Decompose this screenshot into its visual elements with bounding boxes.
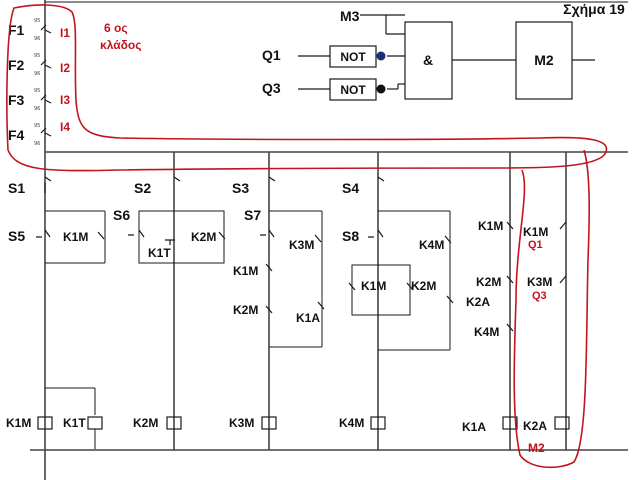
input-i1-label: I1 [60, 26, 70, 40]
inverter-bubble-q3 [376, 84, 386, 94]
and-gate-label: & [423, 52, 433, 68]
input-i3-label: I3 [60, 93, 70, 107]
inverter-bubble-q1 [376, 51, 386, 61]
coil-k1t [87, 416, 103, 430]
fuse-ladder: F1 95 96 I1 F2 95 96 I2 F3 95 96 I3 F4 95 96… [8, 0, 628, 480]
coil-k2a [554, 416, 570, 430]
fuse-f3-label: F3 [8, 92, 25, 108]
annotation-outlines [6, 4, 608, 469]
fuse-f3: F3 95 96 I3 [8, 88, 70, 112]
contact-k1t-b2: K1T [148, 246, 171, 260]
red-mark-m2: M2 [528, 441, 545, 455]
contact-k1m-b6: K1M [523, 225, 548, 239]
not-gate-q1 [329, 45, 377, 68]
output-m2-label: M2 [534, 52, 554, 68]
switch-s2-label: S2 [134, 180, 151, 196]
contact-k3m-b6: K3M [527, 275, 552, 289]
contact-k3m-b3: K3M [289, 238, 314, 252]
branch-note-line2: κλάδος [100, 38, 141, 52]
annotation-outline-m2 [513, 149, 590, 469]
contact-k2m-b4: K2M [411, 279, 436, 293]
logic-q1-label: Q1 [262, 47, 281, 63]
fuse-f4-label: F4 [8, 127, 25, 143]
branch-5: K1M K2M K4M K1A [462, 152, 518, 450]
input-i4-label: I4 [60, 120, 70, 134]
coil-k4m [370, 416, 386, 430]
coil-k1m [37, 416, 53, 430]
switch-s6-label: S6 [113, 207, 130, 223]
coil-k2a-label: K2A [523, 419, 547, 433]
switch-s1-label: S1 [8, 180, 25, 196]
switch-s7-label: S7 [244, 207, 261, 223]
contact-k1m-b1: K1M [63, 230, 88, 244]
switch-s5-label: S5 [8, 228, 25, 244]
contact-k2m-b2: K2M [191, 230, 216, 244]
coil-k2m-label: K2M [133, 416, 158, 430]
input-i2-label: I2 [60, 61, 70, 75]
not-gate-q1-label: NOT [340, 50, 366, 64]
fuse-f2-label: F2 [8, 57, 25, 73]
switch-s8-label: S8 [342, 228, 359, 244]
coil-k3m-label: K3M [229, 416, 254, 430]
branch-2: S2 S6 K1T K2M K2M [113, 152, 226, 450]
contact-k2m-b5: K2M [476, 275, 501, 289]
fuse-f1: F1 95 96 I1 [8, 18, 70, 42]
svg-text:96: 96 [34, 71, 40, 77]
coil-k1a [502, 416, 518, 430]
coil-k1t-label: K1T [63, 416, 86, 430]
contact-k2a-b4: K2A [466, 295, 490, 309]
coil-k1a-label: K1A [462, 420, 486, 434]
not-gate-q3 [329, 78, 377, 101]
branch-3: S3 S7 K3M K1M K2M K1A K3M [229, 152, 325, 450]
coil-k2m [166, 416, 182, 430]
branch-note-line1: 6 ος [104, 21, 128, 35]
logic-block: M3 Σχήμα 19 Q1 Q3 NOT NOT & M2 [262, 1, 625, 101]
coil-k1m-label: K1M [6, 416, 31, 430]
svg-text:95: 95 [34, 123, 40, 129]
svg-text:95: 95 [34, 18, 40, 24]
contact-k1m-b4: K1M [361, 279, 386, 293]
contact-k1m-b3: K1M [233, 264, 258, 278]
red-mark-q3: Q3 [532, 290, 547, 302]
contact-k1m-b5: K1M [478, 219, 503, 233]
coil-k4m-label: K4M [339, 416, 364, 430]
not-gate-q3-label: NOT [340, 83, 366, 97]
coil-k3m [261, 416, 277, 430]
branch-4-box [351, 264, 411, 316]
switch-s4-label: S4 [342, 180, 359, 196]
fuse-f1-label: F1 [8, 22, 25, 38]
svg-text:96: 96 [34, 106, 40, 112]
figure-label: Σχήμα 19 [563, 1, 625, 17]
contact-k2m-b3: K2M [233, 303, 258, 317]
svg-text:96: 96 [34, 141, 40, 147]
annotation-outline-fuses [6, 4, 608, 172]
red-mark-q1: Q1 [528, 239, 543, 251]
contact-k4m-b4: K4M [419, 238, 444, 252]
fuse-f2: F2 95 96 I2 [8, 53, 70, 77]
switch-s3-label: S3 [232, 180, 249, 196]
svg-text:95: 95 [34, 53, 40, 59]
contact-k4m-b5: K4M [474, 325, 499, 339]
branch-4: S4 S8 K4M K1M K2M K2A K4M [339, 152, 490, 450]
contact-k1a-b3: K1A [296, 311, 320, 325]
branch-6: K1M Q1 K3M Q3 K2A M2 [523, 152, 570, 455]
svg-text:96: 96 [34, 36, 40, 42]
logic-q3-label: Q3 [262, 80, 281, 96]
logic-m3-label: M3 [340, 8, 360, 24]
branch-1: S1 S5 K1M K1M K1T [6, 176, 628, 451]
svg-text:95: 95 [34, 88, 40, 94]
fuse-f4: F4 95 96 I4 [8, 120, 70, 147]
